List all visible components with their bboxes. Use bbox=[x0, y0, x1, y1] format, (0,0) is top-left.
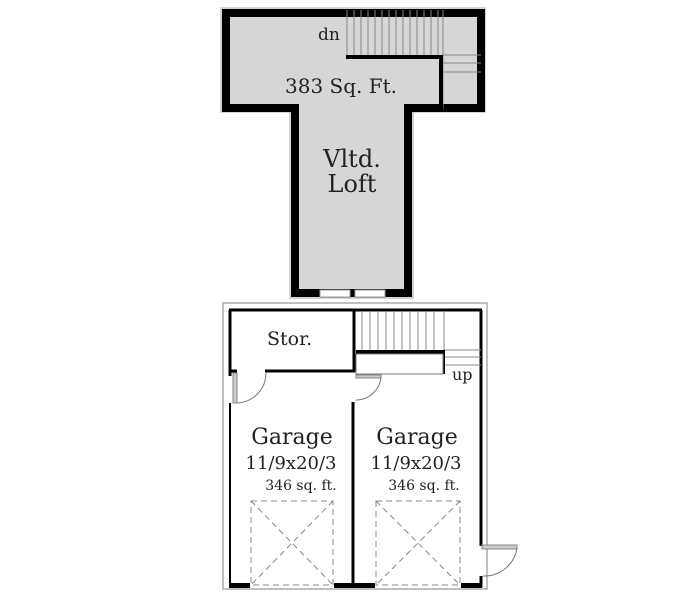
garage-left-dimensions: 11/9x20/3 bbox=[245, 453, 337, 474]
garage-right-dimensions: 11/9x20/3 bbox=[370, 453, 462, 474]
garage-right-area: 346 sq. ft. bbox=[388, 478, 460, 494]
garage-right-name: Garage bbox=[376, 425, 458, 450]
garage-stair-treads bbox=[361, 311, 481, 366]
loft-room-name-line2: Loft bbox=[327, 170, 377, 198]
garage-outline bbox=[222, 302, 488, 590]
loft-stair-label: dn bbox=[318, 25, 340, 45]
garage-door-left bbox=[250, 500, 334, 586]
loft-window-left bbox=[319, 289, 351, 298]
garage-stair-landing bbox=[355, 353, 444, 375]
loft-walls bbox=[222, 9, 485, 297]
loft-stair-wall bbox=[346, 55, 443, 110]
loft-area-label: 383 Sq. Ft. bbox=[285, 74, 398, 98]
garage-stair-label: up bbox=[452, 365, 473, 384]
garage-door-right bbox=[375, 500, 461, 586]
storage-walls bbox=[229, 310, 356, 373]
garage-left-area: 346 sq. ft. bbox=[265, 478, 337, 494]
side-exterior-door bbox=[481, 544, 518, 577]
storage-label: Stor. bbox=[267, 328, 313, 350]
garage-passage-door bbox=[355, 374, 382, 401]
garage-left-name: Garage bbox=[251, 425, 333, 450]
loft-room-name-line1: Vltd. bbox=[323, 145, 381, 173]
garage-level bbox=[222, 302, 518, 590]
loft-level bbox=[220, 7, 486, 299]
loft-window-right bbox=[354, 289, 386, 298]
storage-door bbox=[232, 372, 267, 404]
